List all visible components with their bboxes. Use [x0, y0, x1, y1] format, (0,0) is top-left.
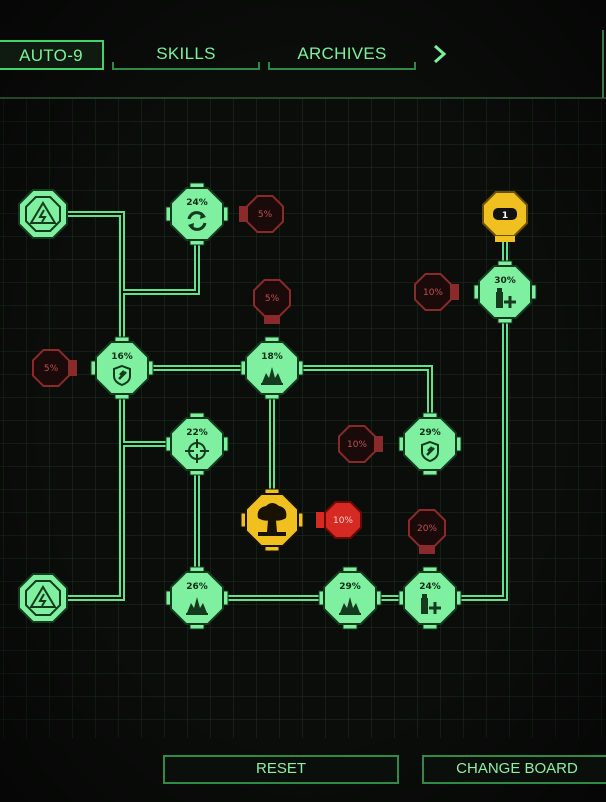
red-nuke-slot[interactable]: 10% — [316, 501, 362, 539]
node-blast-a[interactable]: 18% — [240, 336, 304, 400]
shield-icon — [421, 440, 439, 463]
node-percent: 18% — [261, 352, 283, 362]
reset-button[interactable]: RESET — [163, 755, 399, 784]
ammo-plus-icon — [496, 288, 516, 308]
locked-slot-label: 5% — [265, 294, 280, 304]
explosion-icon — [261, 367, 283, 385]
locked-slot-label: 10% — [347, 440, 367, 450]
shield-icon — [113, 364, 131, 387]
tab-auto9-label: AUTO-9 — [19, 46, 83, 65]
node-ammo-top[interactable]: 30% — [473, 260, 537, 324]
node-reload[interactable]: 24% — [165, 182, 229, 246]
node-percent: 24% — [186, 198, 208, 208]
node-power-2[interactable] — [18, 573, 68, 623]
lock-ammo-bot-slot[interactable]: 20% — [408, 509, 446, 554]
level-badge-label: 1 — [502, 211, 508, 221]
chevron-right-icon[interactable] — [430, 42, 450, 66]
lock-armor-a-slot[interactable]: 5% — [32, 349, 77, 387]
node-percent: 29% — [419, 428, 441, 438]
node-armor-a[interactable]: 16% — [90, 336, 154, 400]
node-target[interactable]: 22% — [165, 412, 229, 476]
node-blast-b[interactable]: 26% — [165, 566, 229, 630]
lock-ammo-top-slot[interactable]: 10% — [414, 273, 459, 311]
tab-archives[interactable]: ARCHIVES — [268, 40, 416, 70]
node-blast-c[interactable]: 29% — [318, 566, 382, 630]
locked-slot-label: 10% — [423, 288, 443, 298]
reload-cycle-icon — [187, 211, 207, 231]
node-ammo-bot[interactable]: 24% — [398, 566, 462, 630]
lock-reload-slot[interactable]: 5% — [239, 195, 284, 233]
change-board-button[interactable]: CHANGE BOARD — [422, 755, 606, 784]
locked-slot-label: 20% — [417, 524, 437, 534]
explosion-icon — [339, 597, 361, 615]
tab-archives-label: ARCHIVES — [297, 44, 387, 63]
node-layer: 24% 16% 18% 22% 29% 30% 26% 29% 24% 1 5% 5% 5% 10% 10%… — [18, 182, 537, 630]
node-power-1[interactable] — [18, 189, 68, 239]
node-nuke[interactable] — [240, 488, 304, 552]
node-percent: 30% — [494, 276, 516, 286]
node-armor-b[interactable]: 29% — [398, 412, 462, 476]
node-percent: 24% — [419, 582, 441, 592]
node-percent: 22% — [186, 428, 208, 438]
tab-skills[interactable]: SKILLS — [112, 40, 260, 70]
tab-skills-label: SKILLS — [156, 44, 216, 63]
node-percent: 26% — [186, 582, 208, 592]
locked-slot-label: 5% — [258, 210, 273, 220]
active-slot-label: 10% — [333, 516, 353, 526]
tab-auto9[interactable]: AUTO-9 — [0, 40, 104, 70]
change-board-button-label: CHANGE BOARD — [456, 760, 578, 777]
crosshair-icon — [185, 439, 209, 463]
node-percent: 16% — [111, 352, 133, 362]
lock-armor-b-slot[interactable]: 10% — [338, 425, 383, 463]
locked-slot-label: 5% — [44, 364, 59, 374]
node-percent: 29% — [339, 582, 361, 592]
node-level-badge[interactable]: 1 — [482, 191, 528, 242]
reset-button-label: RESET — [255, 760, 306, 777]
lock-blast-a-slot[interactable]: 5% — [253, 279, 291, 324]
ammo-plus-icon — [421, 594, 441, 614]
mushroom-cloud-icon — [257, 503, 287, 536]
explosion-icon — [186, 597, 208, 615]
